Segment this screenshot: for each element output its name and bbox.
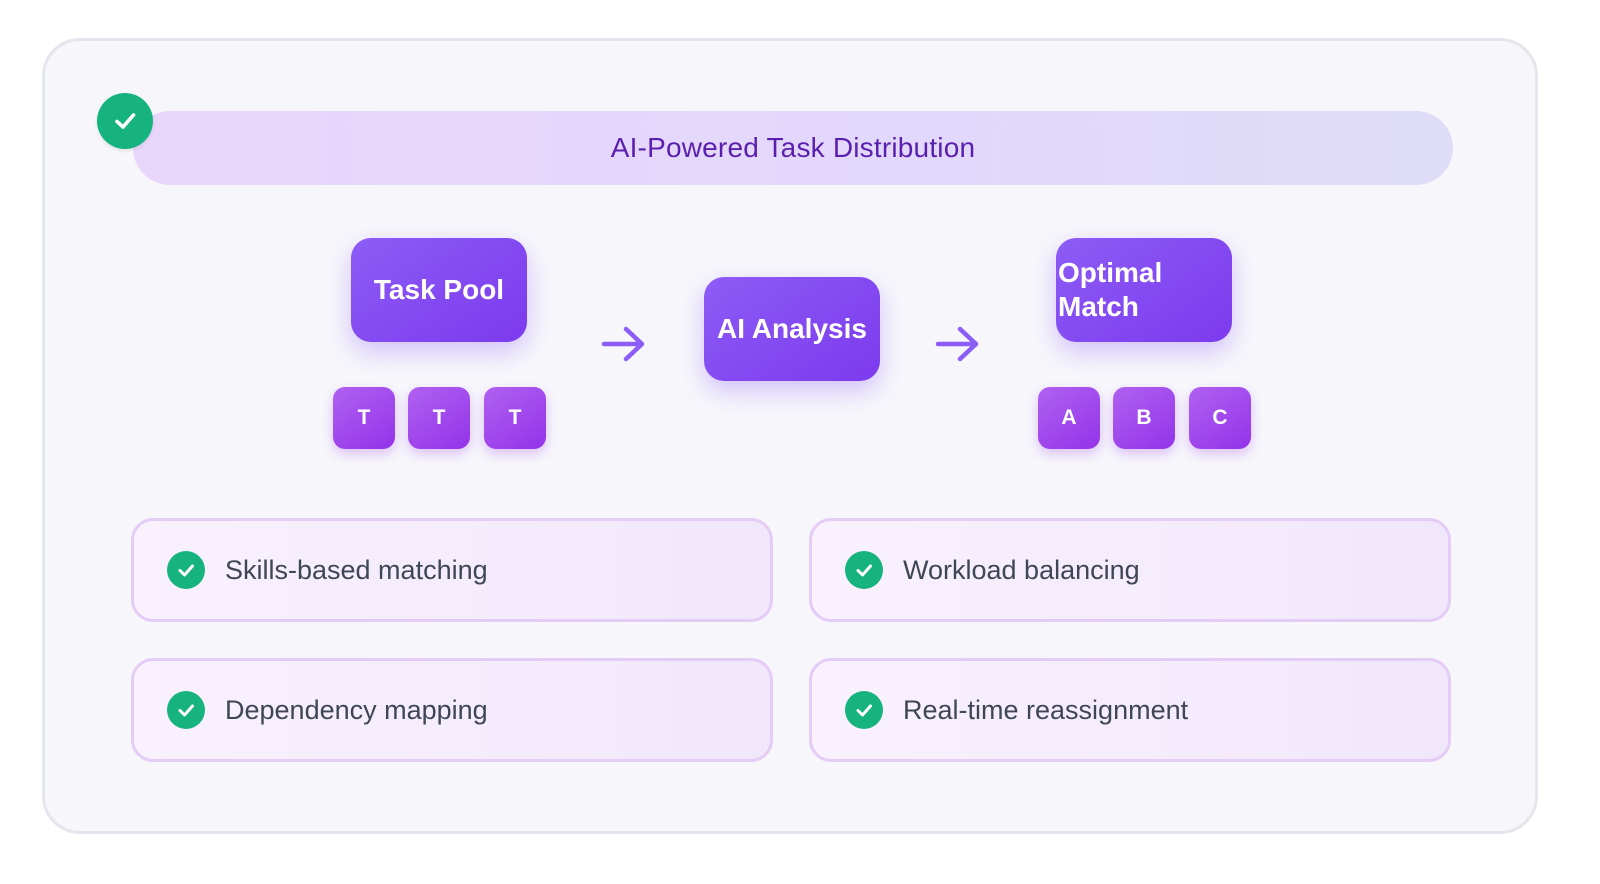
assignee-chip: A xyxy=(1038,387,1100,449)
check-circle-icon xyxy=(167,551,205,589)
feature-card-skills: Skills-based matching xyxy=(131,518,773,622)
assignee-chip-label: C xyxy=(1212,406,1228,429)
check-circle-icon xyxy=(97,93,153,149)
feature-card-dependency: Dependency mapping xyxy=(131,658,773,762)
arrow-right-icon xyxy=(600,324,648,364)
feature-card-workload: Workload balancing xyxy=(809,518,1451,622)
feature-label: Workload balancing xyxy=(903,554,1140,585)
arrow-right-icon xyxy=(934,324,982,364)
feature-label: Real-time reassignment xyxy=(903,694,1189,725)
task-chip-label: T xyxy=(508,406,522,429)
feature-label: Dependency mapping xyxy=(225,694,488,725)
title-banner: AI-Powered Task Distribution xyxy=(133,111,1453,185)
ai-analysis-label: AI Analysis xyxy=(717,313,867,344)
feature-label: Skills-based matching xyxy=(225,554,488,585)
assignee-chip-label: B xyxy=(1136,406,1152,429)
check-circle-icon xyxy=(845,551,883,589)
task-pool-label: Task Pool xyxy=(373,274,505,305)
optimal-match-line1: Optimal xyxy=(1058,257,1163,288)
task-chip: T xyxy=(408,387,470,449)
check-circle-icon xyxy=(845,691,883,729)
optimal-match-label: Optimal Match xyxy=(1058,256,1162,324)
assignee-chip-label: A xyxy=(1061,406,1077,429)
task-pool-node: Task Pool xyxy=(351,238,527,342)
optimal-match-line2: Match xyxy=(1058,291,1139,322)
check-circle-icon xyxy=(167,691,205,729)
assignee-chip: C xyxy=(1189,387,1251,449)
optimal-match-node: Optimal Match xyxy=(1056,238,1232,342)
diagram-title: AI-Powered Task Distribution xyxy=(610,132,976,163)
task-chip-label: T xyxy=(357,406,371,429)
ai-analysis-node: AI Analysis xyxy=(704,277,880,381)
feature-card-reassignment: Real-time reassignment xyxy=(809,658,1451,762)
task-chip: T xyxy=(333,387,395,449)
assignee-chip: B xyxy=(1113,387,1175,449)
task-chip-label: T xyxy=(432,406,446,429)
task-chip: T xyxy=(484,387,546,449)
